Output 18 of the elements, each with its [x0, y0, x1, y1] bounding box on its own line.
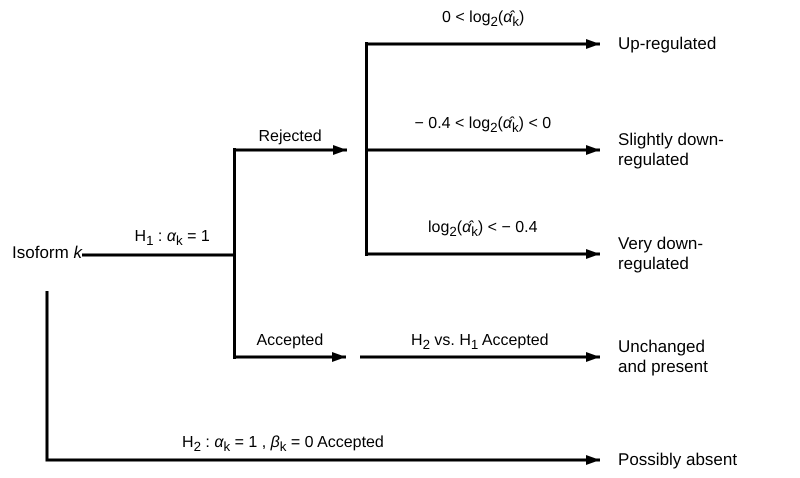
edge-label: Accepted	[254, 331, 326, 351]
outcome-label: Possibly absent	[618, 450, 798, 472]
outcome-label: Unchanged and present	[618, 337, 723, 379]
arrow	[368, 39, 600, 49]
arrow	[236, 352, 346, 362]
outcome-label: Very down-regulated	[618, 234, 768, 276]
junction-line	[233, 148, 236, 359]
outcome-label: Slightly down-regulated	[618, 130, 768, 172]
arrow	[46, 291, 600, 465]
connector-line	[82, 254, 233, 256]
arrow	[360, 352, 600, 362]
junction-line	[365, 42, 368, 256]
arrow	[368, 249, 600, 259]
edge-label: Rejected	[256, 127, 324, 147]
node-label: Isoform k	[12, 243, 82, 285]
outcome-label: Up-regulated	[618, 34, 788, 56]
arrow	[368, 145, 600, 155]
arrow	[236, 145, 347, 155]
